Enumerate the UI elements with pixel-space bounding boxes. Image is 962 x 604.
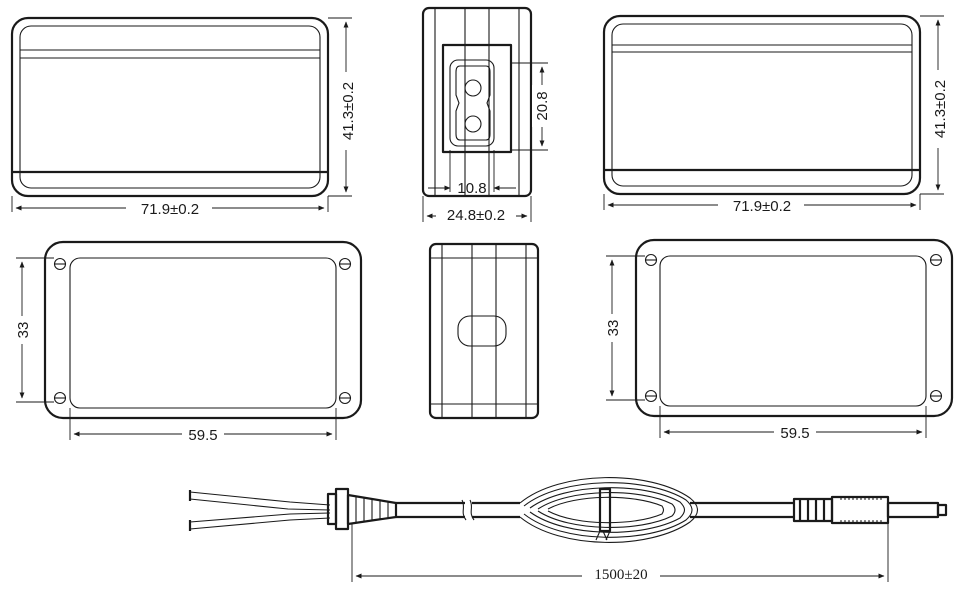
cable-coil bbox=[519, 477, 699, 543]
bottom-view-left: 33 59.5 bbox=[12, 240, 363, 444]
bottom-view-right: 33 59.5 bbox=[602, 238, 954, 442]
dim-hole-x-right: 59.5 bbox=[780, 425, 809, 442]
side-view-socket: 20.8 10.8 24.8±0.2 bbox=[421, 6, 551, 224]
dim-length-right: 71.9±0.2 bbox=[733, 198, 791, 215]
dim-side-width: 24.8±0.2 bbox=[447, 207, 505, 224]
cable-assembly: 1500±20 bbox=[188, 477, 948, 583]
dim-hole-y-right: 33 bbox=[605, 320, 622, 337]
front-view-left: 41.3±0.2 71.9±0.2 bbox=[10, 16, 358, 218]
dim-hole-x-left: 59.5 bbox=[188, 427, 217, 444]
dim-socket-height: 20.8 bbox=[534, 91, 551, 120]
dim-socket-width: 10.8 bbox=[457, 180, 486, 197]
front-view-right: 41.3±0.2 71.9±0.2 bbox=[602, 14, 950, 215]
dim-cable-length: 1500±20 bbox=[594, 567, 647, 583]
dim-hole-y-left: 33 bbox=[15, 322, 32, 339]
screw-holes bbox=[53, 257, 352, 405]
dim-height-right: 41.3±0.2 bbox=[932, 80, 949, 138]
side-view-cable bbox=[428, 242, 540, 420]
strain-relief bbox=[326, 487, 398, 531]
dim-length-left: 71.9±0.2 bbox=[141, 201, 199, 218]
dc-plug bbox=[792, 495, 948, 525]
wire-leads bbox=[188, 490, 331, 531]
dim-height-left: 41.3±0.2 bbox=[340, 82, 357, 140]
screw-holes bbox=[644, 253, 943, 403]
